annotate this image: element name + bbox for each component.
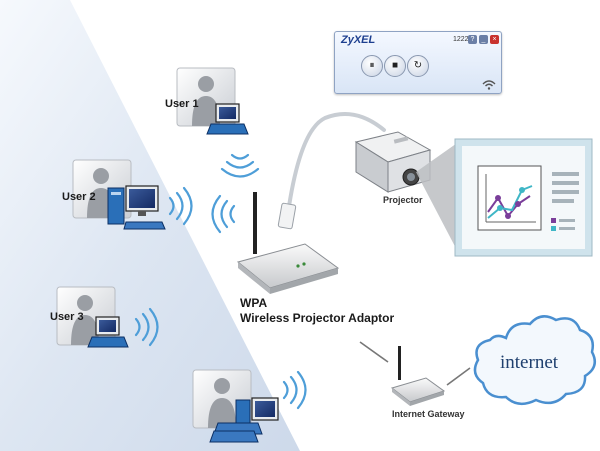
wifi-waves-user-2 (168, 186, 193, 226)
internet-gateway-device (390, 346, 446, 406)
internet-label: internet (500, 352, 559, 373)
user-3-workstation (56, 286, 129, 348)
user-4-workstation (192, 369, 279, 443)
user-1-label: User 1 (165, 98, 199, 110)
link-gateway-internet (446, 367, 471, 386)
adaptor-control-widget: ZyXEL 1222 ? _ × ⏸ ■ ↻ (334, 31, 502, 94)
refresh-button[interactable]: ↻ (407, 55, 429, 77)
minimize-button[interactable]: _ (479, 35, 488, 44)
wifi-waves-user-3 (134, 307, 159, 347)
wpa-adaptor-device (236, 192, 340, 294)
wifi-waves-user-1 (220, 153, 260, 178)
close-button[interactable]: × (490, 35, 499, 44)
session-code: 1222 (453, 36, 469, 43)
user-2-workstation (72, 159, 166, 230)
stop-button[interactable]: ■ (384, 55, 406, 77)
brand-logo: ZyXEL (341, 34, 376, 46)
mini-chart (477, 165, 542, 231)
wifi-waves-user-4 (282, 370, 307, 410)
help-button[interactable]: ? (468, 35, 477, 44)
projector-label: Projector (383, 195, 423, 205)
desktop-computer-icon (209, 397, 279, 443)
wifi-signal-icon (482, 80, 496, 90)
desktop-computer-icon (107, 185, 166, 230)
adaptor-label-line1: WPA (240, 296, 268, 310)
widget-title-bar: ZyXEL 1222 ? _ × (335, 32, 501, 48)
laptop-icon (87, 316, 129, 348)
pause-button[interactable]: ⏸ (361, 55, 383, 77)
user-2-label: User 2 (62, 191, 96, 203)
slide-legend (551, 218, 575, 231)
projector-cable (286, 112, 386, 215)
internet-cloud (473, 315, 597, 406)
adaptor-label-line2: Wireless Projector Adaptor (240, 311, 395, 325)
gateway-label: Internet Gateway (392, 409, 465, 419)
user-3-label: User 3 (50, 311, 84, 323)
projected-screen (454, 138, 593, 257)
usb-dongle (277, 202, 297, 230)
projection-beam (416, 141, 460, 256)
user-1-workstation (176, 67, 249, 135)
laptop-icon (206, 103, 249, 135)
projector-device (354, 131, 432, 193)
slide-text-lines (552, 172, 579, 203)
wifi-waves-adaptor (211, 194, 236, 234)
link-adaptor-gateway (359, 341, 389, 363)
